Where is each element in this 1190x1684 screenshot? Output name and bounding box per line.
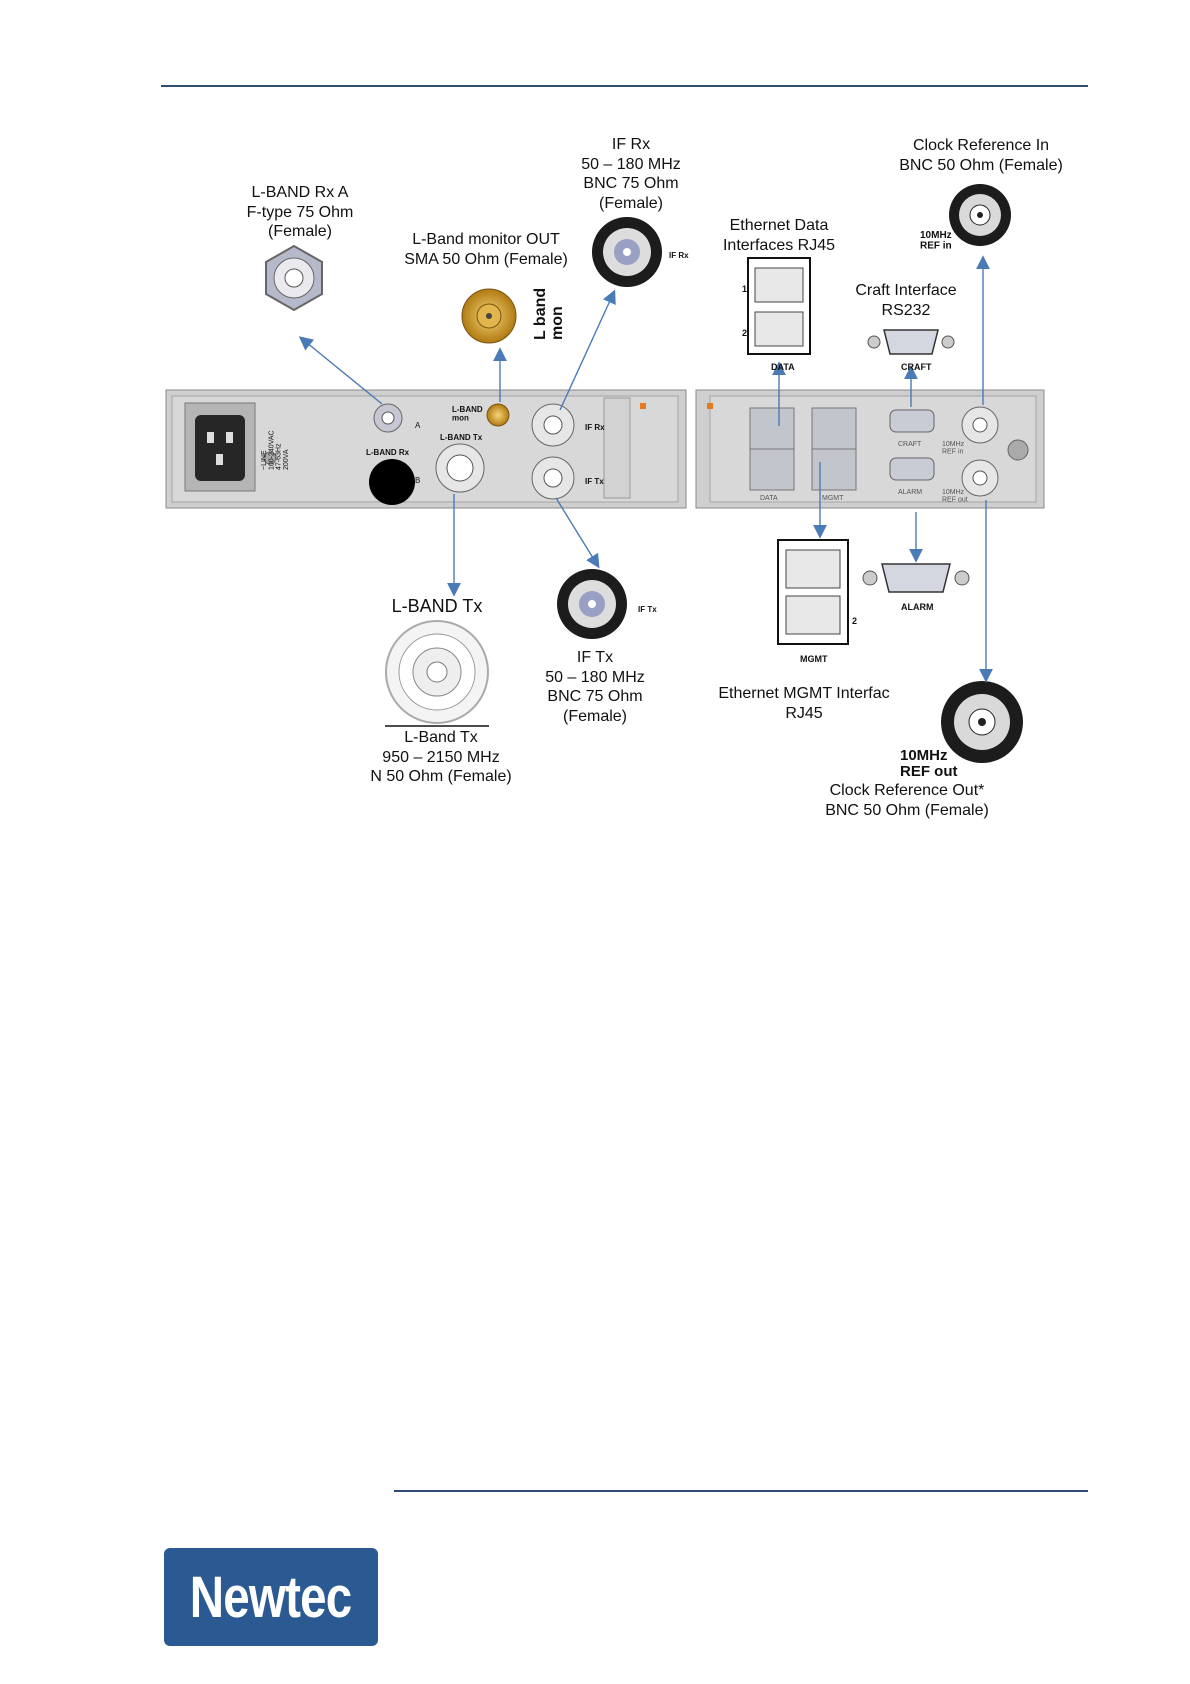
label-ethernet-data: Ethernet Data Interfaces RJ45: [722, 217, 836, 254]
lband-rx-connector: [265, 244, 323, 312]
if-tx-tag: IF Tx: [638, 605, 657, 614]
lband-mon-connector: [461, 288, 517, 344]
chassis-lband-rx: L-BAND Rx: [366, 448, 410, 457]
lband-mon-tag: L bandmon: [532, 288, 566, 340]
chassis-data: DATA: [760, 495, 778, 502]
label-clock-in: Clock Reference In BNC 50 Ohm (Female): [899, 137, 1063, 174]
data-tag: DATA: [771, 362, 795, 372]
label-lband-tx: L-Band Tx 950 – 2150 MHz N 50 Ohm (Femal…: [370, 729, 512, 785]
logo-text: Newtec: [190, 1564, 352, 1630]
craft-tag: CRAFT: [901, 362, 932, 372]
chassis-right: [695, 389, 1045, 509]
label-ethernet-mgmt: Ethernet MGMT Interfac RJ45: [718, 685, 890, 722]
alarm-db9-connector: [862, 563, 970, 593]
chassis-b: B: [415, 476, 420, 485]
chassis-left: [165, 389, 687, 509]
clock-ref-in-connector: [949, 184, 1011, 246]
label-if-tx: IF Tx 50 – 180 MHz BNC 75 Ohm (Female): [545, 649, 645, 725]
alarm-tag: ALARM: [901, 602, 934, 612]
label-lband-tx-title: L-BAND Tx: [391, 596, 483, 616]
data-port-2: 2: [742, 328, 747, 338]
label-clock-out: Clock Reference Out* BNC 50 Ohm (Female): [825, 782, 989, 819]
chassis-mgmt: MGMT: [822, 495, 844, 502]
ethernet-mgmt-connector: [777, 539, 849, 645]
if-rx-tag: IF Rx: [669, 251, 689, 260]
lband-tx-connector: [385, 620, 489, 727]
callout-arrows: [298, 255, 993, 683]
footer-rule: [394, 1490, 1088, 1492]
if-tx-connector: [557, 569, 627, 639]
mgmt-port-2: 2: [852, 616, 857, 626]
chassis-lband-tx: L-BAND Tx: [440, 433, 483, 442]
clock-ref-out-connector: [941, 681, 1023, 763]
label-lband-rx-a: L-BAND Rx A F-type 75 Ohm (Female): [246, 184, 354, 240]
chassis-alarm: ALARM: [898, 489, 922, 496]
label-lband-mon: L-Band monitor OUT SMA 50 Ohm (Female): [404, 231, 568, 268]
label-craft: Craft Interface RS232: [855, 282, 957, 319]
label-if-rx: IF Rx 50 – 180 MHz BNC 75 Ohm (Female): [581, 136, 681, 212]
header-rule: [161, 85, 1088, 87]
chassis-a: A: [415, 421, 421, 430]
chassis-if-tx: IF Tx: [585, 477, 604, 486]
chassis-line: ~LINE100-240VAC47-63Hz200VA: [261, 430, 290, 470]
chassis-if-rx: IF Rx: [585, 423, 605, 432]
ethernet-data-connector: [747, 257, 811, 355]
newtec-logo: Newtec: [164, 1548, 378, 1646]
craft-db9-connector: [867, 329, 955, 355]
if-rx-connector: [592, 217, 662, 287]
data-port-1: 1: [742, 284, 747, 294]
chassis-craft: CRAFT: [898, 441, 922, 448]
mgmt-tag: MGMT: [800, 654, 828, 664]
